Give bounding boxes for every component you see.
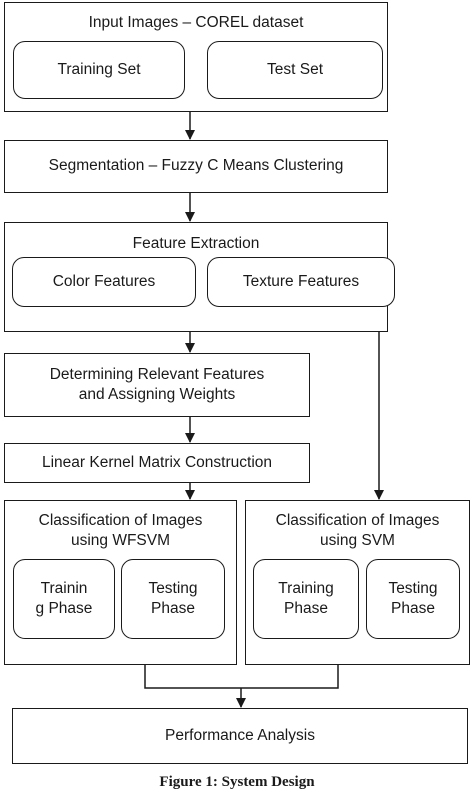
- training-set-box: Training Set: [13, 41, 185, 99]
- svm-testing-phase-box: Testing Phase: [366, 559, 460, 639]
- relevant-features-box: Determining Relevant Features and Assign…: [4, 353, 310, 417]
- svm-training-phase-box: Training Phase: [253, 559, 359, 639]
- color-features-box: Color Features: [12, 257, 196, 307]
- kernel-matrix-box: Linear Kernel Matrix Construction: [4, 443, 310, 483]
- feature-extraction-title: Feature Extraction: [132, 235, 260, 252]
- input-images-box: Input Images – COREL dataset Training Se…: [4, 2, 388, 112]
- wfsvm-classification-box: Classification of Images using WFSVM Tra…: [4, 500, 237, 665]
- svm-title: Classification of Images using SVM: [275, 512, 440, 550]
- figure-caption: Figure 1: System Design: [159, 774, 315, 790]
- wfsvm-training-phase-box: Trainin g Phase: [13, 559, 115, 639]
- wfsvm-title: Classification of Images using WFSVM: [38, 512, 203, 550]
- performance-analysis-box: Performance Analysis: [12, 708, 468, 764]
- input-images-title: Input Images – COREL dataset: [88, 14, 304, 31]
- texture-features-box: Texture Features: [207, 257, 395, 307]
- svm-classification-box: Classification of Images using SVM Train…: [245, 500, 470, 665]
- feature-extraction-box: Feature Extraction Color Features Textur…: [4, 222, 395, 332]
- segmentation-box: Segmentation – Fuzzy C Means Clustering: [4, 140, 388, 193]
- wfsvm-testing-phase-box: Testing Phase: [121, 559, 225, 639]
- merge-connector: [144, 665, 339, 689]
- test-set-box: Test Set: [207, 41, 383, 99]
